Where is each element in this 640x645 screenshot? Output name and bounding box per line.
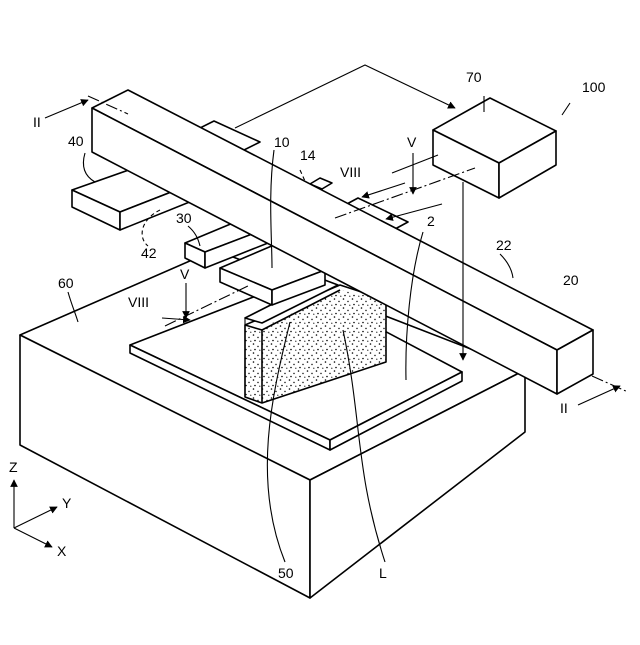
y-axis-arrow: [14, 507, 57, 528]
label-20: 20: [563, 272, 579, 288]
light-source: [433, 98, 556, 198]
label-v-top: V: [407, 134, 417, 150]
label-2: 2: [427, 213, 435, 229]
axis-z-label: Z: [9, 459, 18, 475]
label-viii-top: VIII: [340, 164, 361, 180]
label-50: 50: [278, 565, 294, 581]
label-30: 30: [176, 210, 192, 226]
coordinate-axes: Z Y X: [9, 459, 72, 559]
label-100: 100: [582, 79, 606, 95]
axis-y-label: Y: [62, 495, 72, 511]
label-60: 60: [58, 275, 74, 291]
axis-x-label: X: [57, 543, 67, 559]
label-42: 42: [141, 245, 157, 261]
label-v-left: V: [180, 266, 190, 282]
label-10: 10: [274, 134, 290, 150]
label-40: 40: [68, 133, 84, 149]
section-line-v-top: [392, 153, 438, 194]
label-ii-left: II: [33, 114, 41, 130]
label-ii-right: II: [560, 400, 568, 416]
label-14: 14: [300, 147, 316, 163]
label-L: L: [379, 565, 387, 581]
label-22: 22: [496, 237, 512, 253]
label-viii-left: VIII: [128, 294, 149, 310]
label-70: 70: [466, 69, 482, 85]
x-axis-arrow: [14, 528, 52, 547]
